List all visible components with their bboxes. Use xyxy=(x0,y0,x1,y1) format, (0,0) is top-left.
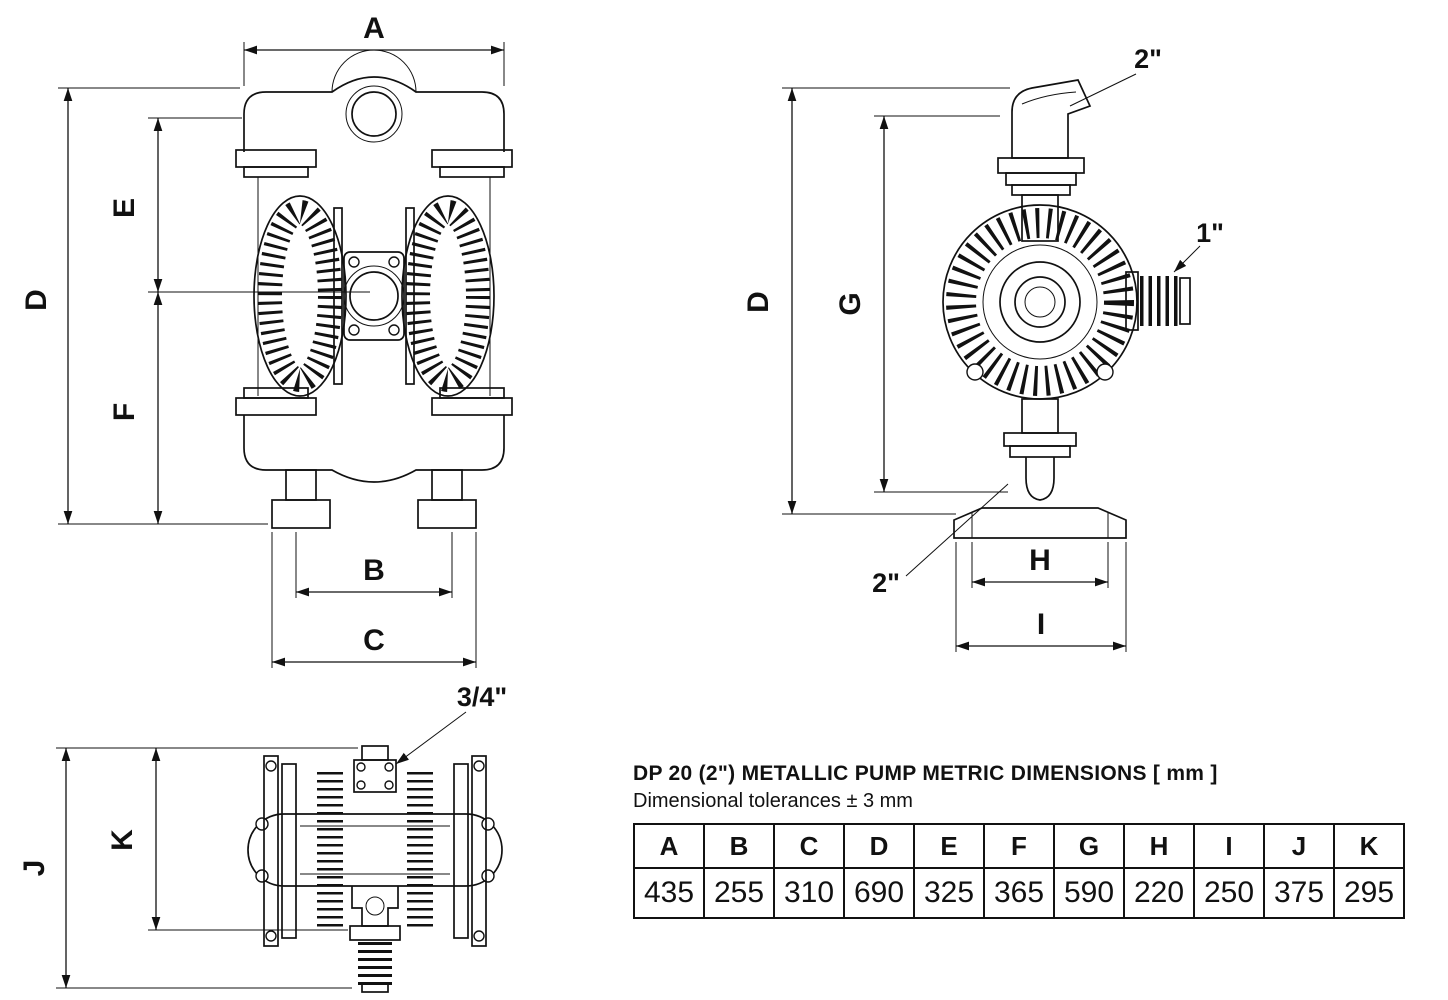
dim-e-label: E xyxy=(108,198,141,218)
dim-b-label: B xyxy=(363,554,385,587)
pump-front-drawing xyxy=(235,49,513,529)
table-header-row: A B C D E F G H I J K xyxy=(633,823,1405,869)
pump-top-drawing: 3/4" xyxy=(247,682,507,993)
table-header-cell: C xyxy=(773,823,845,869)
port-2in-top-label: 2" xyxy=(1134,44,1162,74)
bottom-manifold xyxy=(235,387,513,483)
port-2in-top-leader xyxy=(1069,73,1137,107)
table-value-cell: 690 xyxy=(843,867,915,919)
side-view: 2" 1" 2" D G H xyxy=(742,44,1224,652)
table-value-cell: 220 xyxy=(1123,867,1195,919)
top-manifold xyxy=(235,49,513,178)
table-value-cell: 365 xyxy=(983,867,1055,919)
bottom-muffler xyxy=(349,886,401,993)
port-1in-leader xyxy=(1173,245,1201,273)
manifold-capsule xyxy=(247,813,503,887)
side-dimensions: D G H I xyxy=(742,87,1127,652)
front-dimensions: A D E F B C xyxy=(20,12,505,668)
pump-side-drawing: 2" 1" 2" xyxy=(872,44,1224,598)
dim-i-label: I xyxy=(1037,608,1045,641)
pump-body-circle xyxy=(942,204,1138,400)
top-port-34in xyxy=(353,745,397,793)
table-header-cell: E xyxy=(913,823,985,869)
port-2in-bottom-label: 2" xyxy=(872,568,900,598)
right-chamber xyxy=(401,195,495,397)
top-elbow xyxy=(997,79,1092,242)
top-dimensions: J K xyxy=(18,747,358,989)
table-header-cell: G xyxy=(1053,823,1125,869)
left-chamber xyxy=(253,195,347,397)
table-value-cell: 435 xyxy=(633,867,705,919)
table-subtitle: Dimensional tolerances ± 3 mm xyxy=(633,790,913,812)
port-34in-leader xyxy=(395,711,467,765)
table-value-cell: 310 xyxy=(773,867,845,919)
dim-j-label: J xyxy=(18,860,51,877)
dim-f-label: F xyxy=(108,403,141,421)
dim-d-side-label: D xyxy=(742,291,775,313)
top-view: 3/4" J K xyxy=(18,682,507,993)
dimension-table: A B C D E F G H I J K 435 255 310 690 32… xyxy=(633,823,1405,919)
left-flange-stack xyxy=(263,755,343,947)
table-title: DP 20 (2") METALLIC PUMP METRIC DIMENSIO… xyxy=(633,762,1218,785)
port-1in-label: 1" xyxy=(1196,218,1224,248)
table-header-cell: H xyxy=(1123,823,1195,869)
table-value-cell: 325 xyxy=(913,867,985,919)
dim-a-label: A xyxy=(363,12,385,45)
port-34in-label: 3/4" xyxy=(457,682,507,712)
front-view: A D E F B C xyxy=(20,12,513,668)
dim-c-label: C xyxy=(363,624,385,657)
feet xyxy=(271,469,477,529)
table-value-cell: 375 xyxy=(1263,867,1335,919)
top-extension-lines xyxy=(56,747,358,989)
dim-k-label: K xyxy=(106,829,139,851)
table-value-cell: 250 xyxy=(1193,867,1265,919)
side-extension-lines xyxy=(782,87,1127,652)
table-value-cell: 590 xyxy=(1053,867,1125,919)
front-extension-lines xyxy=(58,42,505,668)
dim-h-label: H xyxy=(1029,544,1051,577)
port-2in-bottom-leader xyxy=(905,483,1009,577)
table-header-cell: F xyxy=(983,823,1055,869)
bottom-port-and-base xyxy=(953,398,1127,539)
table-header-cell: B xyxy=(703,823,775,869)
table-header-cell: J xyxy=(1263,823,1335,869)
side-port-1in xyxy=(1125,271,1191,331)
center-body xyxy=(343,251,405,341)
table-value-cell: 255 xyxy=(703,867,775,919)
right-flange-stack xyxy=(407,755,487,947)
dim-g-label: G xyxy=(834,292,867,315)
table-header-cell: K xyxy=(1333,823,1405,869)
capsule-end-bolts xyxy=(255,817,495,883)
table-header-cell: A xyxy=(633,823,705,869)
table-header-cell: D xyxy=(843,823,915,869)
table-value-cell: 295 xyxy=(1333,867,1405,919)
table-header-cell: I xyxy=(1193,823,1265,869)
dimension-table-section: DP 20 (2") METALLIC PUMP METRIC DIMENSIO… xyxy=(633,762,1411,919)
dim-d-label: D xyxy=(20,289,53,311)
table-value-row: 435 255 310 690 325 365 590 220 250 375 … xyxy=(633,867,1405,919)
